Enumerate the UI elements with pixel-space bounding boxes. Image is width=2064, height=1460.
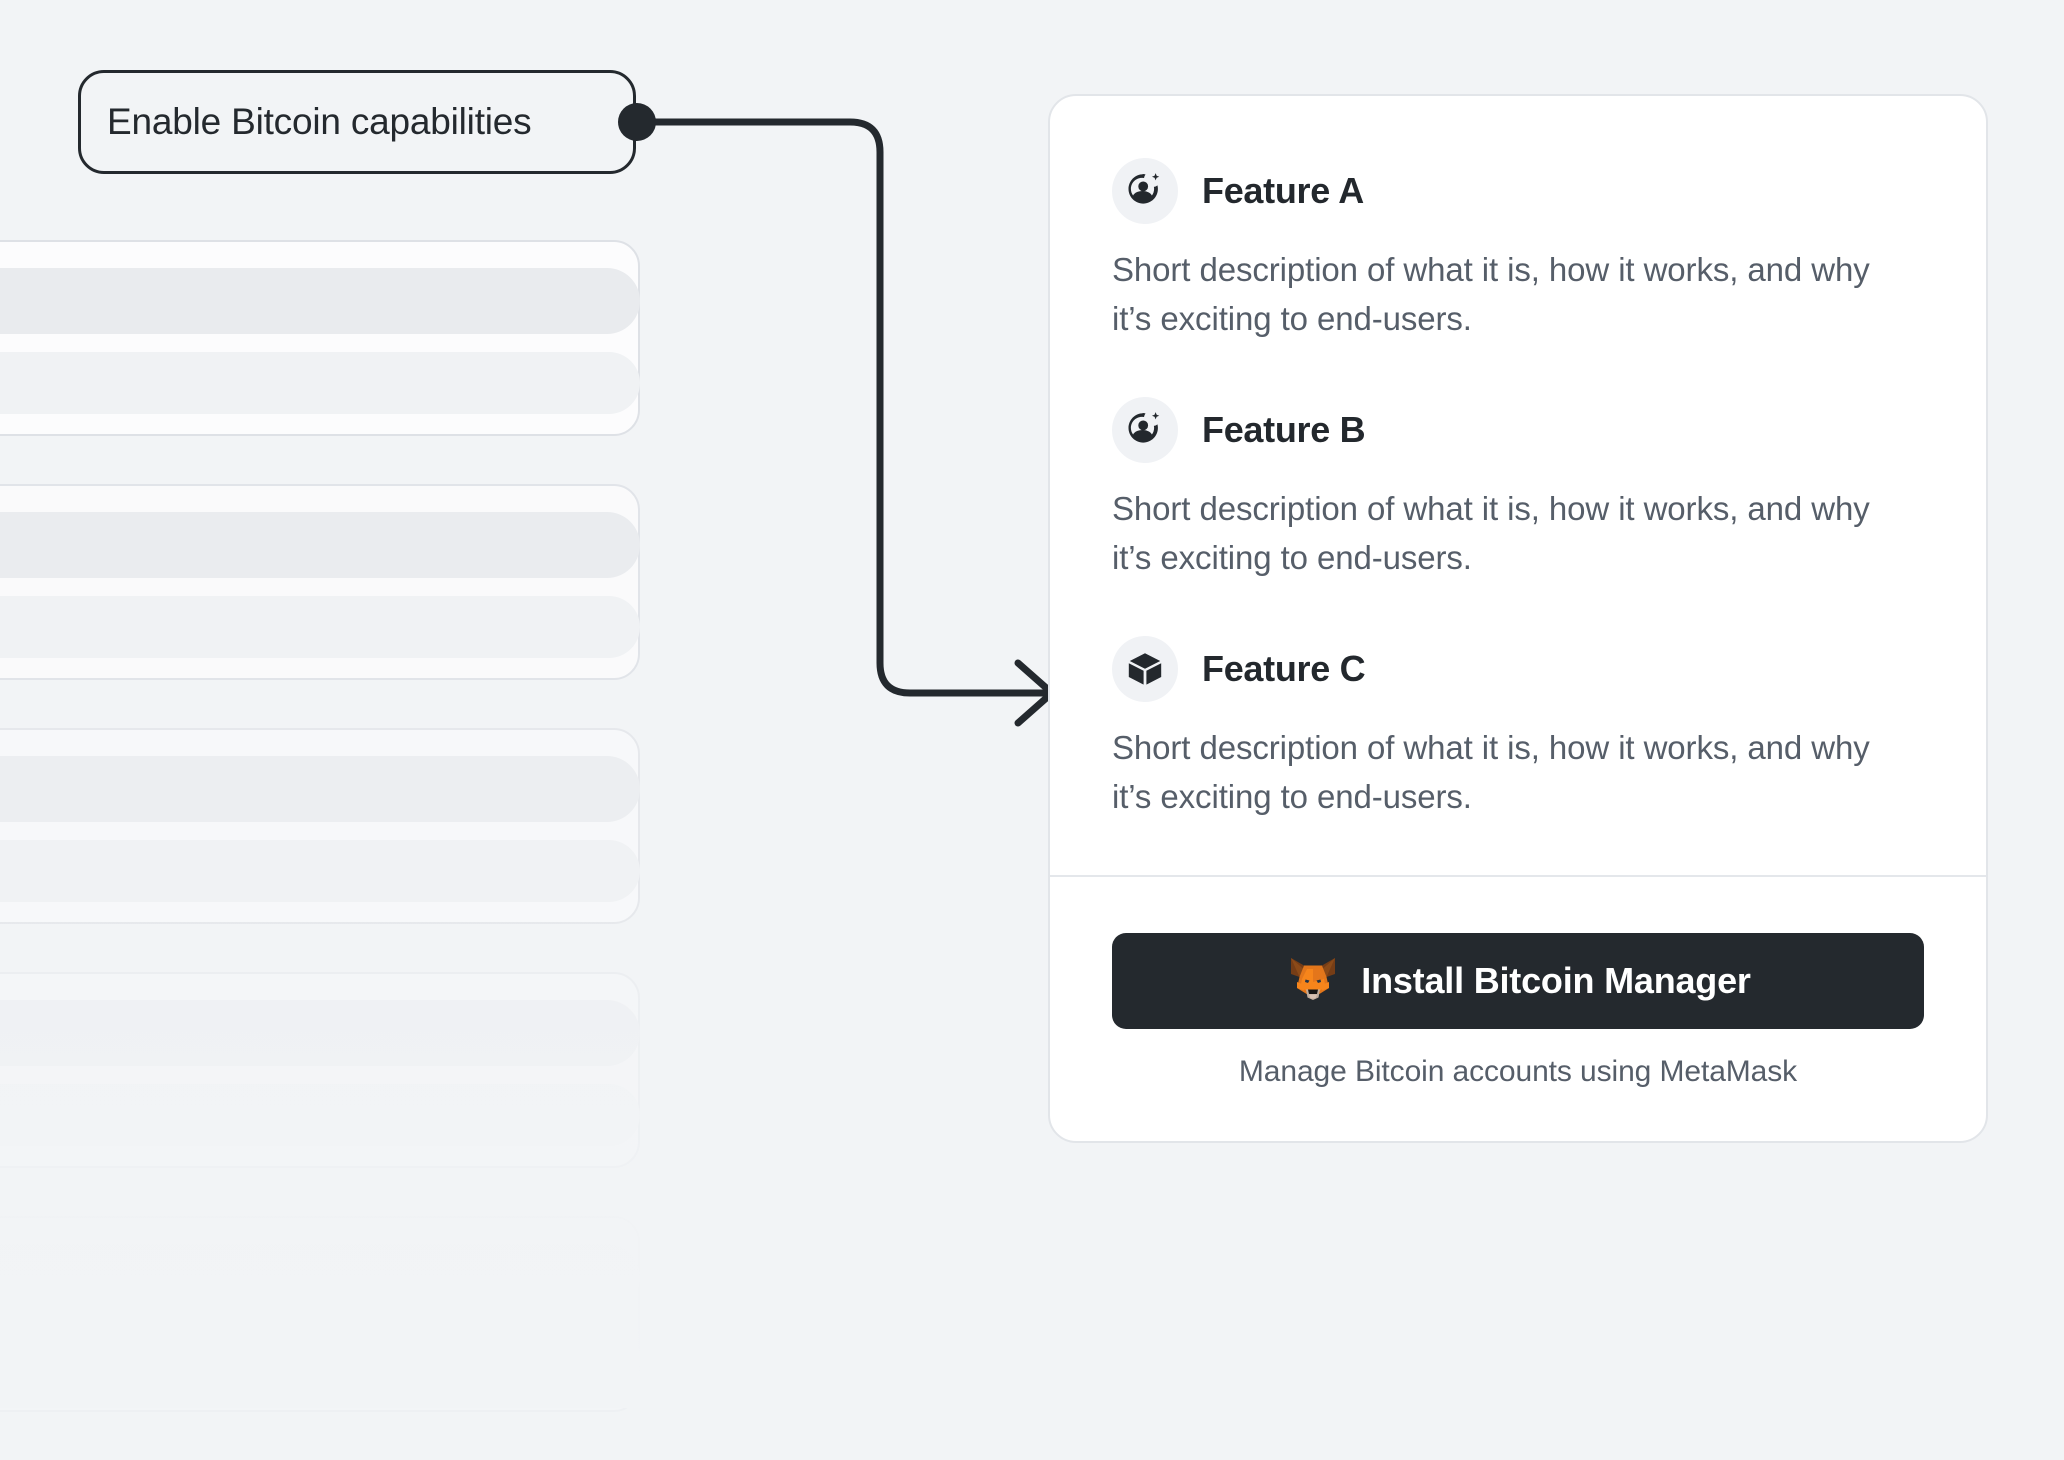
feature-row: Feature C Short description of what it i… <box>1112 636 1926 821</box>
skeleton-card <box>0 972 640 1168</box>
feature-description: Short description of what it is, how it … <box>1112 729 1870 815</box>
skeleton-bar-primary <box>0 1000 640 1066</box>
metamask-fox-icon <box>1285 952 1341 1011</box>
callout-label: Enable Bitcoin capabilities <box>107 101 532 142</box>
feature-row: Feature B Short description of what it i… <box>1112 397 1926 582</box>
feature-header: Feature A <box>1112 158 1926 224</box>
callout-pill: Enable Bitcoin capabilities <box>78 70 636 174</box>
install-section: Install Bitcoin Manager Manage Bitcoin a… <box>1050 877 1986 1141</box>
skeleton-bar-secondary <box>0 596 640 658</box>
feature-title: Feature A <box>1202 170 1365 211</box>
feature-list: Feature A Short description of what it i… <box>1050 96 1986 875</box>
skeleton-bar-secondary <box>0 352 640 414</box>
arrow-right-icon <box>1014 659 1056 727</box>
skeleton-card <box>0 240 640 436</box>
card-divider <box>1050 875 1986 877</box>
skeleton-bar-primary <box>0 512 640 578</box>
connector-line <box>636 118 1054 697</box>
feature-title: Feature B <box>1202 409 1366 450</box>
feature-header: Feature B <box>1112 397 1926 463</box>
skeleton-bar-secondary <box>0 840 640 902</box>
skeleton-bar-secondary <box>0 1328 640 1390</box>
feature-description: Short description of what it is, how it … <box>1112 251 1870 337</box>
skeleton-card <box>0 484 640 680</box>
cube-icon <box>1112 636 1178 702</box>
skeleton-bar-primary <box>0 756 640 822</box>
install-bitcoin-manager-button[interactable]: Install Bitcoin Manager <box>1112 933 1924 1029</box>
account-add-icon <box>1112 397 1178 463</box>
account-add-icon <box>1112 158 1178 224</box>
skeleton-card <box>0 1216 640 1412</box>
skeleton-bar-primary <box>0 268 640 334</box>
skeleton-bar-primary <box>0 1244 640 1310</box>
install-button-label: Install Bitcoin Manager <box>1361 960 1751 1001</box>
install-caption: Manage Bitcoin accounts using MetaMask <box>1238 1055 1798 1088</box>
skeleton-bar-secondary <box>0 1084 640 1146</box>
skeleton-list <box>0 240 640 1460</box>
feature-description: Short description of what it is, how it … <box>1112 490 1870 576</box>
feature-header: Feature C <box>1112 636 1926 702</box>
feature-title: Feature C <box>1202 648 1366 689</box>
skeleton-card <box>0 728 640 924</box>
feature-row: Feature A Short description of what it i… <box>1112 158 1926 343</box>
feature-card: Feature A Short description of what it i… <box>1048 94 1988 1143</box>
